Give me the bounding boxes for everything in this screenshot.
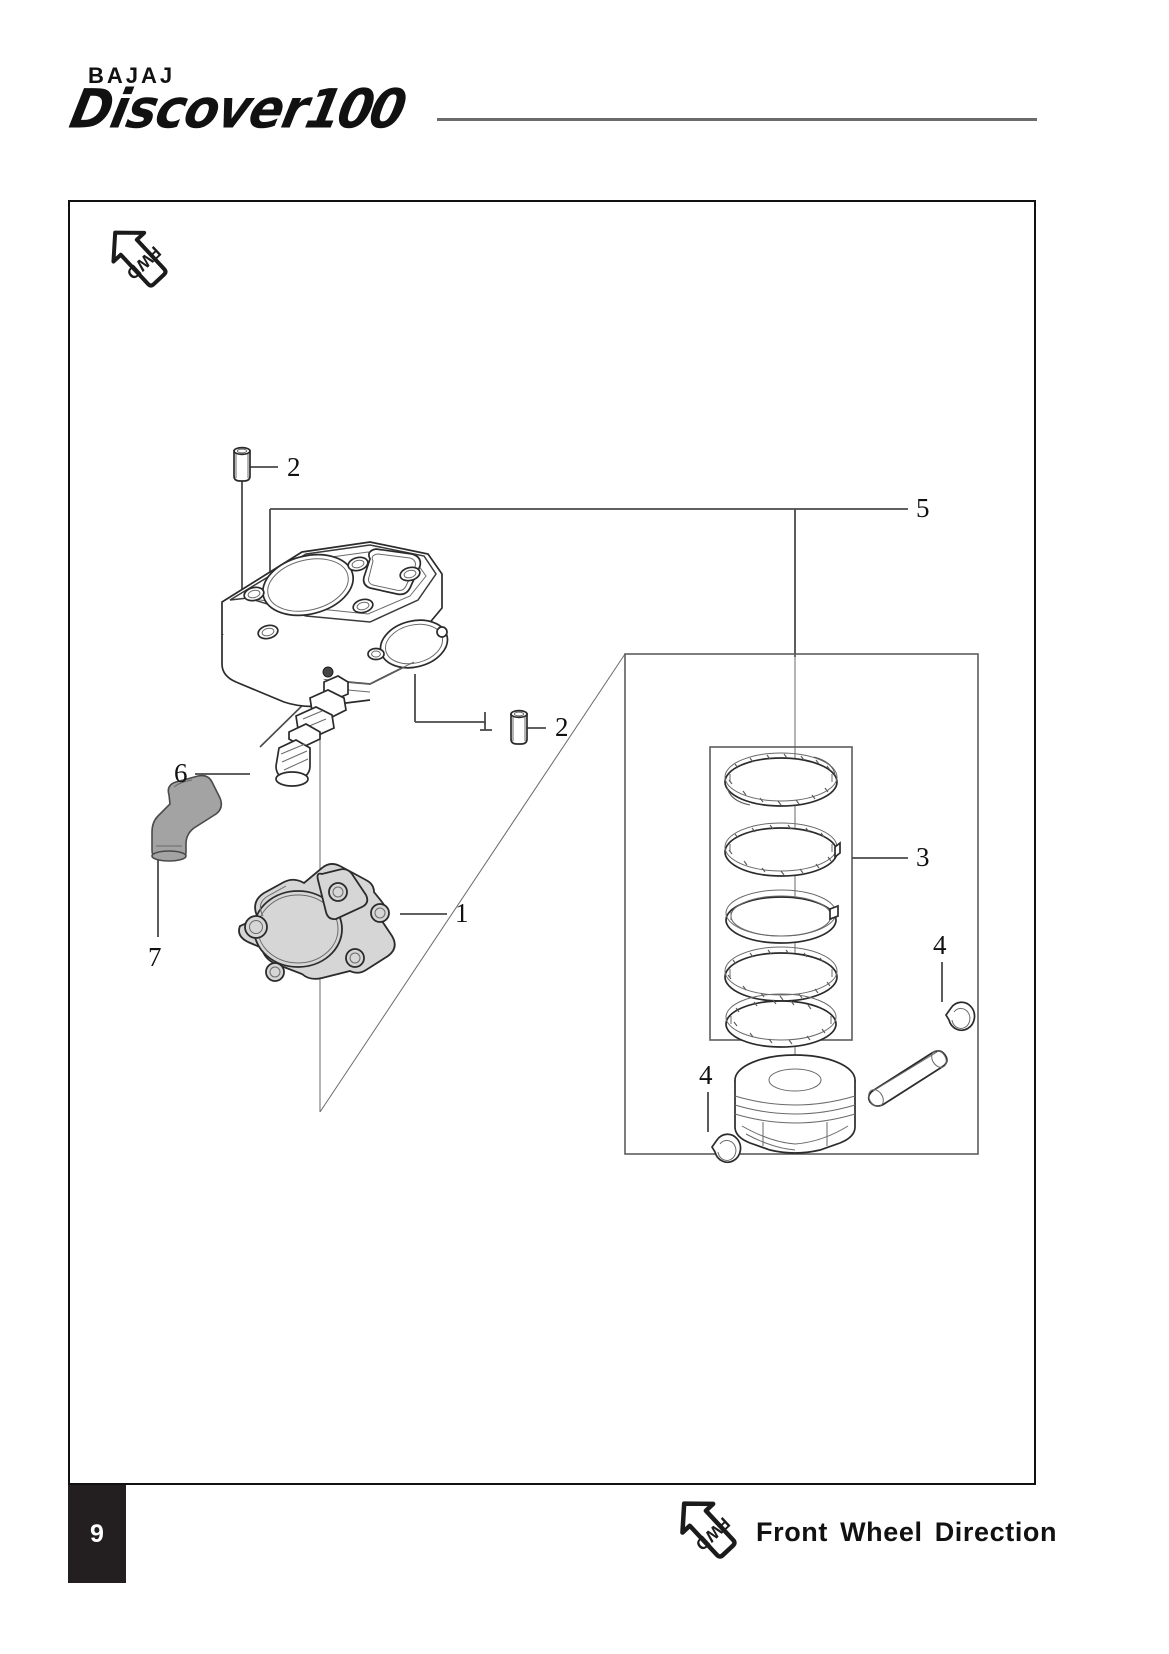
- callout-5: 5: [916, 493, 930, 523]
- callout-1: 1: [455, 898, 469, 928]
- callout-7: 7: [148, 942, 162, 972]
- diagram-frame: FWD .ln { stroke:#4a4a4a; stroke-width:1…: [68, 200, 1036, 1485]
- callout-6: 6: [174, 758, 188, 788]
- part-gudgeon-pin: [867, 1050, 948, 1107]
- brand-name: BAJAJ: [88, 63, 176, 88]
- piston-ring-4: [724, 946, 838, 1002]
- leader-callout-2-right: [414, 674, 546, 731]
- part-circlip-right: [944, 1001, 976, 1032]
- callout-4-piston: 4: [699, 1060, 713, 1090]
- header-divider-rule: [437, 118, 1037, 121]
- callout-4-right: 4: [933, 930, 947, 960]
- detail-box-outer-visible: [624, 653, 979, 1155]
- part-piston: [734, 1054, 856, 1154]
- callout-2-right: 2: [555, 712, 569, 742]
- part-dowel-pin-right: [510, 709, 528, 745]
- part-dowel-pin-top: [233, 446, 251, 482]
- part-piston-ring-set: [724, 752, 841, 1048]
- model-wordmark: Discover100: [65, 78, 409, 141]
- piston-ring-1: [724, 752, 838, 807]
- fwd-arrow-icon-footer: FWD: [668, 1491, 744, 1563]
- page-number: 9: [90, 1520, 104, 1548]
- part-cylinder-base-gasket: [238, 863, 396, 982]
- part-spark-plug-cap: [151, 774, 223, 862]
- piston-ring-2: [724, 822, 841, 877]
- page-footer: 9 FWD Front Wheel Direction: [0, 1485, 1169, 1654]
- callout-2-top: 2: [287, 452, 301, 482]
- page-header: BAJAJ Discover100: [0, 0, 1169, 180]
- exploded-parts-drawing: .ln { stroke:#4a4a4a; stroke-width:1.6; …: [151, 446, 979, 1164]
- page-number-box: 9: [68, 1485, 126, 1583]
- detail-projection-diagonal: [319, 653, 626, 1113]
- front-wheel-direction-label: Front Wheel Direction: [756, 1517, 1058, 1547]
- part-spark-plug: [275, 675, 349, 787]
- callout-3: 3: [916, 842, 930, 872]
- leader-callout-5: [269, 508, 908, 657]
- model-word: Discover: [64, 78, 314, 141]
- piston-ring-5: [725, 993, 837, 1048]
- part-circlip-left: [710, 1133, 742, 1164]
- model-number: 100: [300, 78, 409, 141]
- piston-ring-3: [725, 889, 839, 944]
- fwd-arrow-icon: FWD: [98, 220, 176, 292]
